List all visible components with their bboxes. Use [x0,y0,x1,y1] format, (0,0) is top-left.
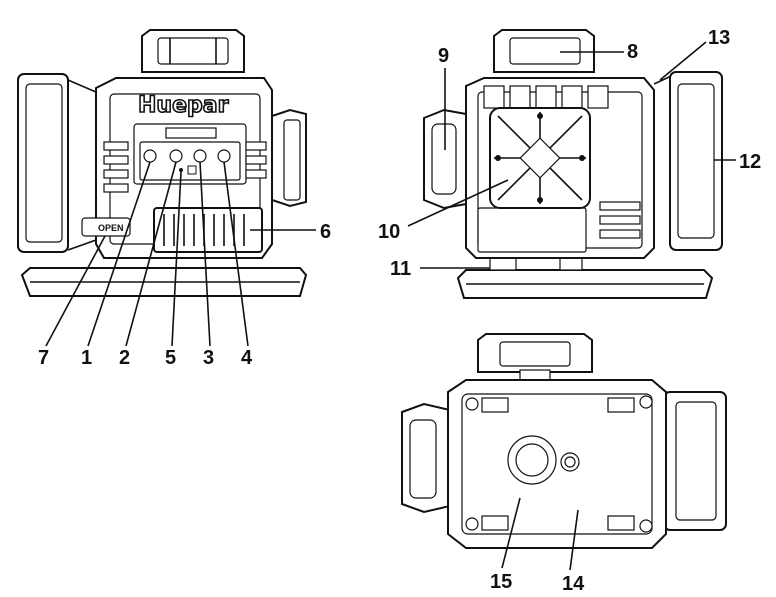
callout-14: 14 [562,573,585,595]
callout-3: 3 [203,347,214,369]
button-3 [193,149,207,163]
button-4 [217,149,231,163]
callout-4: 4 [241,347,253,369]
bottom-view [401,333,727,571]
callout-8: 8 [627,41,638,63]
callout-15: 15 [490,571,512,593]
callout-2: 2 [119,347,130,369]
callout-10: 10 [378,221,400,243]
callout-11: 11 [390,258,411,280]
laser-window-facets [494,112,586,204]
callout-5: 5 [165,347,176,369]
fine-adjust-wheel [153,207,263,253]
indicator-led [179,168,183,172]
open-latch-label: OPEN [98,223,124,233]
back-view [407,29,736,299]
top-handle [509,37,581,65]
callout-6: 6 [320,221,331,243]
callout-7: 7 [38,347,49,369]
callout-1: 1 [81,347,92,369]
front-view: Huepar [17,29,316,347]
button-1 [143,149,157,163]
bottom-plate [461,393,653,535]
mini-mark [187,165,197,175]
callout-12: 12 [739,151,761,173]
battery-latch [81,217,131,237]
button-2 [169,149,183,163]
callout-9: 9 [438,45,449,67]
tripod-mount-hole [515,443,549,477]
brand-logo: Huepar [138,93,229,118]
callout-13: 13 [708,27,730,49]
